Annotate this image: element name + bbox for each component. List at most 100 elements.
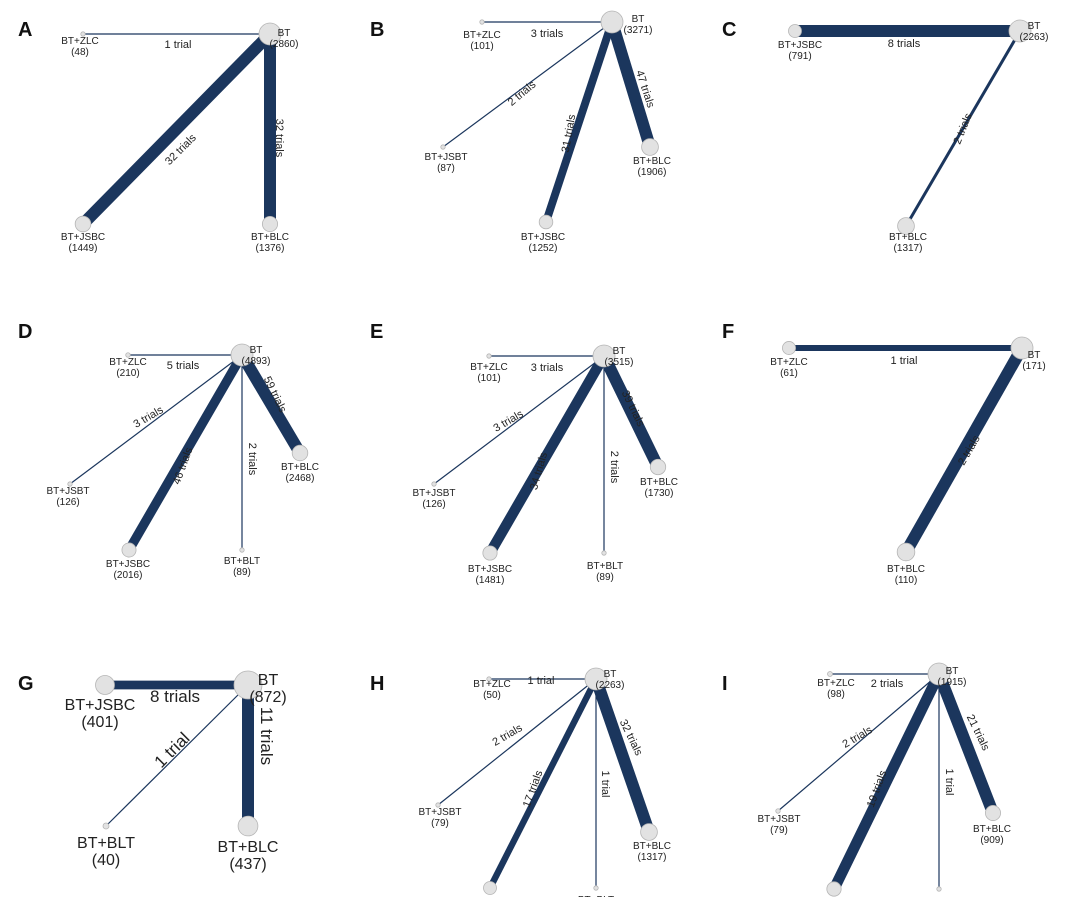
edge-bt-bt-blc	[590, 677, 655, 834]
node-label-bt-jsbc: BT+JSBC	[468, 564, 512, 575]
panel-letter: C	[722, 19, 736, 41]
node-label-bt-blc: BT+BLC	[251, 232, 289, 243]
panel-letter: A	[18, 19, 32, 41]
node-label-bt-zlc: BT+ZLC	[473, 679, 511, 690]
panel-letter: F	[722, 321, 734, 343]
edge-bt-bt-blt	[105, 684, 249, 827]
edge-label-bt-blt: 1 trial	[943, 769, 955, 796]
node-bt-blt	[936, 886, 942, 892]
node-count-bt-blc: (1317)	[638, 852, 667, 863]
node-count-bt-blc: (2468)	[286, 473, 315, 484]
node-count-bt-zlc: (61)	[780, 368, 798, 379]
edge-label-bt-blt: 1 trial	[599, 771, 611, 798]
node-bt-zlc	[782, 341, 796, 355]
node-count-bt-zlc: (48)	[71, 47, 89, 58]
node-bt-zlc	[479, 19, 485, 25]
node-bt-blt	[601, 550, 607, 556]
edge-label-bt-zlc: 1 trial	[891, 355, 918, 367]
node-count-bt: (3515)	[605, 357, 634, 368]
edge-label-bt-jsbt: 2 trials	[840, 724, 874, 751]
node-count-bt-blc: (1376)	[256, 243, 285, 254]
node-count-bt: (2860)	[270, 39, 299, 50]
node-bt-jsbc	[74, 215, 92, 233]
node-label-bt: BT	[632, 14, 645, 25]
node-bt-jsbt	[440, 144, 446, 150]
edge-bt-bt-blc	[900, 345, 1028, 555]
node-label-bt: BT	[250, 345, 263, 356]
node-bt-blt	[593, 885, 599, 891]
node-label-bt: BT	[258, 672, 279, 689]
node-count-bt-jsbt: (79)	[431, 818, 449, 829]
node-bt	[592, 344, 616, 368]
node-label-bt: BT	[1028, 21, 1041, 32]
edge-label-bt-jsbc: 8 trials	[888, 38, 921, 50]
node-bt-jsbc	[483, 881, 497, 895]
node-label-bt-blc: BT+BLC	[281, 462, 319, 473]
panel-letter: B	[370, 19, 384, 41]
panel-letter: H	[370, 673, 384, 695]
node-count-bt-blt: (89)	[596, 572, 614, 583]
node-count-bt-zlc: (101)	[470, 41, 493, 52]
edge-bt-bt-blc	[904, 30, 1022, 227]
node-bt-zlc	[125, 352, 131, 358]
node-bt	[1008, 19, 1032, 43]
edge-label-bt-zlc: 3 trials	[531, 28, 564, 40]
node-label-bt-jsbt: BT+JSBT	[412, 488, 455, 499]
node-label-bt-blc: BT+BLC	[218, 839, 279, 856]
edge-bt-bt-blc	[933, 671, 999, 816]
edge-bt-bt-jsbc	[485, 353, 609, 556]
node-bt-blc	[985, 805, 1001, 821]
edge-bt-bt-jsbt	[433, 355, 605, 485]
edge-label-bt-blt: 1 trial	[151, 729, 194, 772]
node-bt-jsbc	[538, 214, 554, 230]
node-bt-jsbc	[121, 542, 137, 558]
node-count-bt-jsbt: (87)	[437, 163, 455, 174]
node-label-bt-jsbt: BT+JSBT	[418, 807, 461, 818]
node-bt	[1010, 336, 1034, 360]
node-bt-jsbc	[788, 24, 802, 38]
node-bt-zlc	[486, 676, 492, 682]
node-bt-zlc	[80, 31, 86, 37]
node-label-bt-jsbc: BT+JSBC	[61, 232, 105, 243]
edge-bt-bt-blc	[606, 20, 656, 149]
node-count-bt-blt: (40)	[92, 852, 120, 869]
node-bt-jsbt	[775, 808, 781, 814]
node-count-bt-jsbc: (401)	[81, 714, 118, 731]
edge-bt-bt-jsbt	[442, 21, 613, 148]
edge-label-bt-blc: 2 trials	[952, 111, 975, 146]
edge-bt-bt-jsbt	[69, 354, 243, 485]
node-label-bt-blt: BT+BLT	[224, 556, 260, 567]
node-bt-blc	[291, 444, 309, 462]
node-count-bt-jsbc: (1449)	[69, 243, 98, 254]
edge-bt-bt-jsbt	[437, 678, 597, 806]
node-label-bt-zlc: BT+ZLC	[463, 30, 501, 41]
node-bt	[258, 22, 282, 46]
edge-bt-bt-blc	[598, 353, 664, 470]
node-label-bt: BT	[604, 669, 617, 680]
node-label-bt-blc: BT+BLC	[973, 824, 1011, 835]
node-bt-jsbt	[67, 481, 73, 487]
edge-label-bt-jsbc: 8 trials	[150, 687, 200, 706]
node-label-bt-jsbt: BT+JSBT	[46, 486, 89, 497]
node-count-bt-blc: (437)	[229, 856, 266, 873]
node-count-bt-jsbt: (79)	[770, 825, 788, 836]
edge-label-bt-blt: 2 trials	[608, 451, 620, 484]
node-label-bt: BT	[1028, 350, 1041, 361]
node-bt-blc	[640, 823, 658, 841]
edge-label-bt-blt: 2 trials	[246, 443, 258, 476]
node-count-bt-zlc: (101)	[477, 373, 500, 384]
node-label-bt-blc: BT+BLC	[633, 156, 671, 167]
node-bt-blc	[641, 138, 659, 156]
node-bt-blc	[896, 542, 916, 562]
edge-label-bt-jsbt: 3 trials	[131, 404, 165, 431]
edge-label-bt-jsbc: 34 trials	[528, 451, 550, 492]
node-count-bt-blt: (89)	[233, 567, 251, 578]
node-count-bt: (171)	[1022, 361, 1045, 372]
edge-bt-bt-blc	[236, 351, 306, 457]
